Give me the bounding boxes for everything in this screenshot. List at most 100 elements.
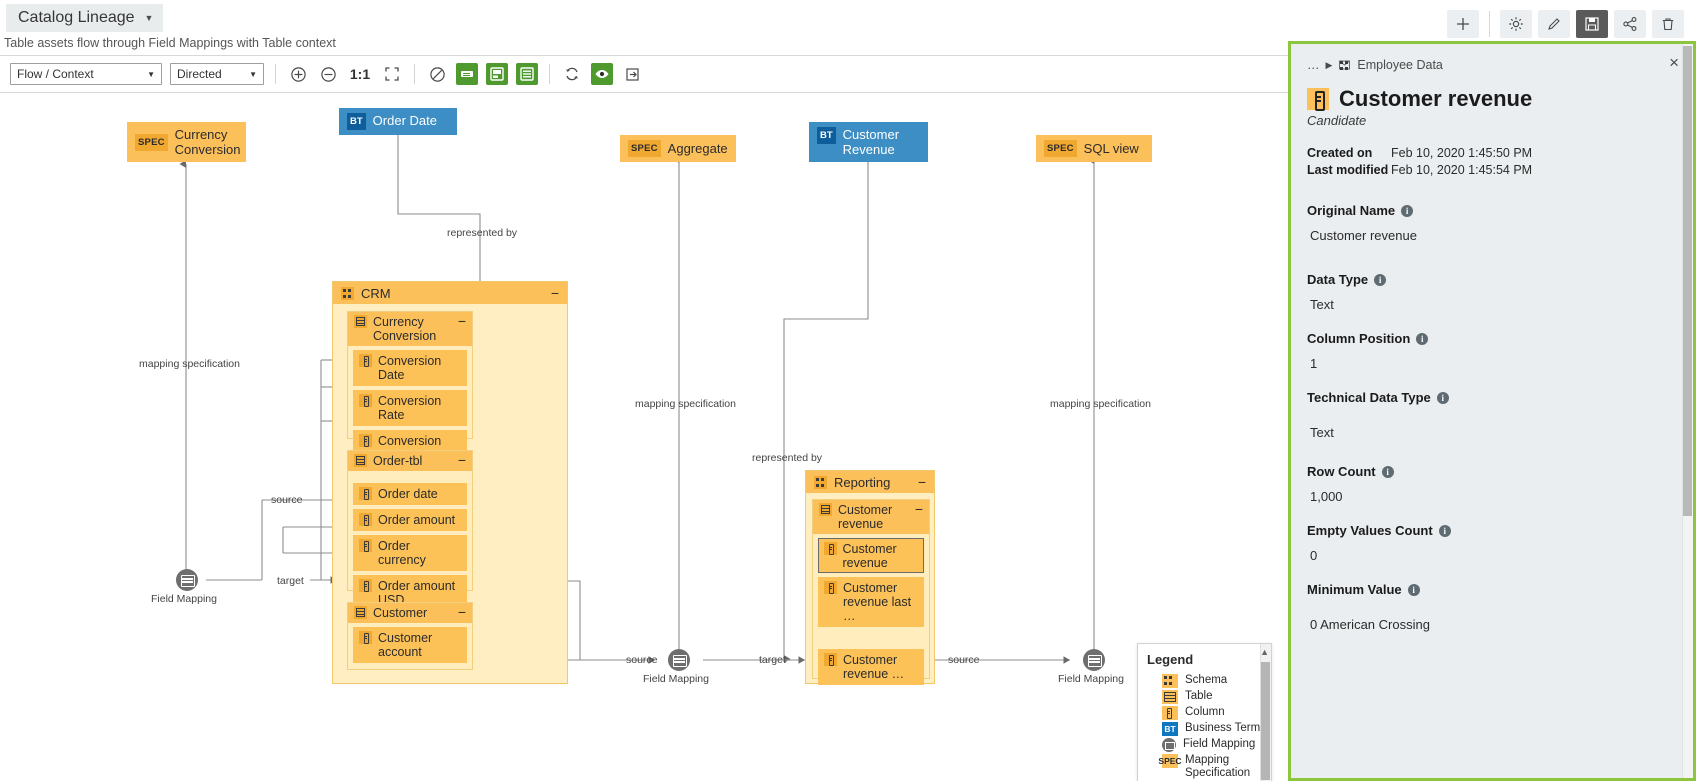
details-scroll-thumb[interactable] <box>1683 46 1692 516</box>
legend-scrollbar[interactable]: ▲ <box>1260 644 1271 781</box>
table-customer[interactable]: Customer − Customer account <box>347 602 473 670</box>
field-mapping-icon[interactable] <box>176 569 198 591</box>
add-button[interactable] <box>1447 10 1479 38</box>
toolbar-divider <box>1489 11 1490 37</box>
collapse-icon[interactable]: − <box>457 452 466 468</box>
info-icon[interactable]: i <box>1438 524 1451 537</box>
list-layout-button[interactable] <box>516 63 538 85</box>
spec-node-currency-conversion[interactable]: SPEC Currency Conversion <box>127 122 246 162</box>
no-filter-button[interactable] <box>426 63 448 85</box>
table-label: Customer <box>373 606 428 620</box>
field-value: 0 American Crossing <box>1310 617 1430 632</box>
details-meta: Created on Feb 10, 2020 1:45:50 PM Last … <box>1307 146 1666 177</box>
legend-label: Mapping Specification <box>1185 754 1251 779</box>
column-order-date[interactable]: Order date <box>353 483 467 505</box>
spec-badge: SPEC <box>628 140 661 157</box>
toolbar-divider <box>275 64 276 84</box>
collapse-icon[interactable]: − <box>914 501 923 517</box>
legend-item-column: Column <box>1138 705 1271 721</box>
details-panel-content: … ▶ Employee Data Customer revenue Candi… <box>1291 44 1682 778</box>
breadcrumb-label[interactable]: Employee Data <box>1357 58 1443 72</box>
schema-header[interactable]: CRM − <box>333 282 567 304</box>
column-customer-revenue[interactable]: Customer revenue <box>818 538 924 573</box>
edge-label-represented-by-1: represented by <box>447 227 518 239</box>
table-customer-revenue[interactable]: Customer revenue − Customer revenue Cust… <box>812 499 930 685</box>
collapse-icon[interactable]: − <box>550 285 559 301</box>
schema-crm[interactable]: CRM − Currency Conversion − Conversion D… <box>332 281 568 684</box>
spec-badge: SPEC <box>135 133 168 151</box>
collapse-icon[interactable]: − <box>457 604 466 620</box>
table-header[interactable]: Customer revenue − <box>813 500 929 534</box>
legend-scroll-thumb[interactable] <box>1261 662 1270 780</box>
collapse-icon[interactable]: − <box>917 474 926 490</box>
bt-node-label: Customer Revenue <box>842 127 900 157</box>
column-customer-revenue-3[interactable]: Customer revenue … <box>818 649 924 685</box>
zoom-out-button[interactable] <box>317 63 339 85</box>
trash-icon <box>1662 18 1674 31</box>
collapse-icon[interactable]: − <box>457 313 466 329</box>
breadcrumb-ellipsis[interactable]: … <box>1307 58 1320 72</box>
legend-panel[interactable]: Legend Schema Table Column BT Business T… <box>1137 643 1272 781</box>
fit-screen-button[interactable] <box>381 63 403 85</box>
visibility-button[interactable] <box>591 63 613 85</box>
spec-node-aggregate[interactable]: SPEC Aggregate <box>620 135 736 162</box>
field-empty-values-count: Empty Values Count i 0 <box>1307 523 1666 563</box>
column-order-currency[interactable]: Order currency <box>353 535 467 571</box>
schema-reporting[interactable]: Reporting − Customer revenue − Customer … <box>805 470 935 685</box>
spec-node-sql-view[interactable]: SPEC SQL view <box>1036 135 1152 162</box>
column-order-amount[interactable]: Order amount <box>353 509 467 531</box>
close-icon[interactable]: × <box>1669 53 1679 72</box>
direction-select[interactable]: Directed ▼ <box>170 63 264 85</box>
info-icon[interactable]: i <box>1381 465 1394 478</box>
details-panel[interactable]: … ▶ Employee Data Customer revenue Candi… <box>1288 41 1696 781</box>
no-filter-icon <box>429 66 445 82</box>
breadcrumb[interactable]: … ▶ Employee Data <box>1307 58 1666 72</box>
compact-layout-button[interactable] <box>456 63 478 85</box>
info-icon[interactable]: i <box>1416 332 1429 345</box>
catalog-lineage-title-chip[interactable]: Catalog Lineage ▼ <box>6 4 164 32</box>
scroll-up-icon[interactable]: ▲ <box>1260 647 1269 657</box>
delete-button[interactable] <box>1652 10 1684 38</box>
table-header[interactable]: Order-tbl − <box>348 451 472 471</box>
settings-button[interactable] <box>1500 10 1532 38</box>
created-on-value: Feb 10, 2020 1:45:50 PM <box>1391 146 1533 160</box>
save-button[interactable] <box>1576 10 1608 38</box>
column-conversion-rate[interactable]: Conversion Rate <box>353 390 467 426</box>
column-customer-revenue-last[interactable]: Customer revenue last … <box>818 577 924 627</box>
zoom-reset-button[interactable]: 1:1 <box>349 66 371 82</box>
table-order-tbl[interactable]: Order-tbl − Order date Order amount Orde… <box>347 450 473 611</box>
info-icon[interactable]: i <box>1436 391 1449 404</box>
legend-item-mapping-specification: SPEC Mapping Specification <box>1138 753 1271 781</box>
grouped-layout-button[interactable] <box>486 63 508 85</box>
toolbar-divider <box>414 64 415 84</box>
info-icon[interactable]: i <box>1401 204 1414 217</box>
details-scrollbar[interactable] <box>1682 44 1693 778</box>
field-mapping-node-3[interactable]: Field Mapping <box>1058 649 1124 685</box>
table-currency-conversion[interactable]: Currency Conversion − Conversion Date Co… <box>347 311 473 466</box>
edge-label-mapping-specification-3: mapping specification <box>1050 398 1151 410</box>
field-mapping-node-2[interactable]: Field Mapping <box>643 649 709 685</box>
bt-node-order-date[interactable]: BT Order Date <box>339 108 457 135</box>
table-header[interactable]: Customer − <box>348 603 472 623</box>
schema-header[interactable]: Reporting − <box>806 471 934 493</box>
info-icon[interactable]: i <box>1374 273 1387 286</box>
share-button[interactable] <box>1614 10 1646 38</box>
zoom-in-button[interactable] <box>287 63 309 85</box>
compact-layout-icon <box>461 71 473 77</box>
column-conversion-date[interactable]: Conversion Date <box>353 350 467 386</box>
edit-button[interactable] <box>1538 10 1570 38</box>
bt-node-customer-revenue[interactable]: BT Customer Revenue <box>809 122 928 162</box>
refresh-button[interactable] <box>561 63 583 85</box>
field-mapping-icon[interactable] <box>668 649 690 671</box>
export-button[interactable] <box>621 63 643 85</box>
info-icon[interactable]: i <box>1407 583 1420 596</box>
column-customer-account[interactable]: Customer account <box>353 627 467 663</box>
table-header[interactable]: Currency Conversion − <box>348 312 472 346</box>
flow-context-select[interactable]: Flow / Context ▼ <box>10 63 162 85</box>
chevron-right-icon[interactable]: ▶ <box>1325 59 1333 70</box>
lineage-canvas[interactable]: SPEC Currency Conversion BT Order Date S… <box>0 94 1288 781</box>
chevron-down-icon[interactable]: ▼ <box>144 13 154 23</box>
field-mapping-icon[interactable] <box>1083 649 1105 671</box>
field-mapping-node-1[interactable]: Field Mapping <box>151 569 217 605</box>
table-icon <box>354 606 367 619</box>
